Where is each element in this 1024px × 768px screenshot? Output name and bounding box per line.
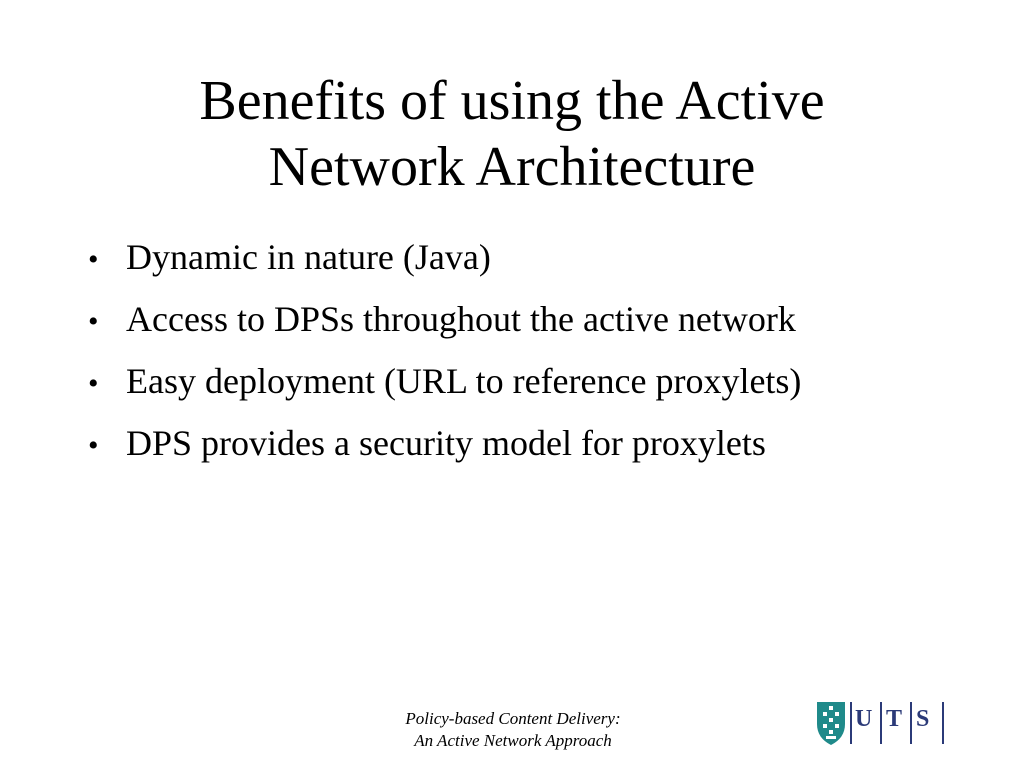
footer-line-1: Policy-based Content Delivery: — [405, 709, 621, 728]
bullet-item: • DPS provides a security model for prox… — [88, 416, 988, 478]
slide-title-line-1: Benefits of using the Active — [199, 70, 825, 132]
bullet-text: Dynamic in nature (Java) — [126, 237, 491, 277]
bullet-dot: • — [88, 429, 99, 462]
bullet-item: • Dynamic in nature (Java) — [88, 230, 988, 292]
bullet-dot: • — [88, 305, 99, 338]
bullet-dot: • — [88, 367, 99, 400]
bullet-text: DPS provides a security model for proxyl… — [126, 423, 766, 463]
bullet-text: Easy deployment (URL to reference proxyl… — [126, 361, 802, 401]
logo-letter: T — [886, 706, 902, 732]
slide-title: Benefits of using the Active Network Arc… — [0, 68, 1024, 200]
footer-line-2: An Active Network Approach — [414, 731, 612, 750]
logo-letter: S — [916, 706, 929, 732]
bullet-item: • Access to DPSs throughout the active n… — [88, 292, 988, 354]
uts-logo: U T S — [817, 702, 944, 745]
bullet-dot: • — [88, 243, 99, 276]
footer-caption: Policy-based Content Delivery: An Active… — [300, 708, 726, 752]
bullet-item: • Easy deployment (URL to reference prox… — [88, 354, 988, 416]
slide-title-line-2: Network Architecture — [268, 136, 756, 198]
uts-shield-icon — [817, 702, 845, 745]
logo-letter: U — [855, 706, 872, 732]
bullet-text: Access to DPSs throughout the active net… — [126, 299, 796, 339]
bullet-list: • Dynamic in nature (Java) • Access to D… — [88, 230, 988, 478]
